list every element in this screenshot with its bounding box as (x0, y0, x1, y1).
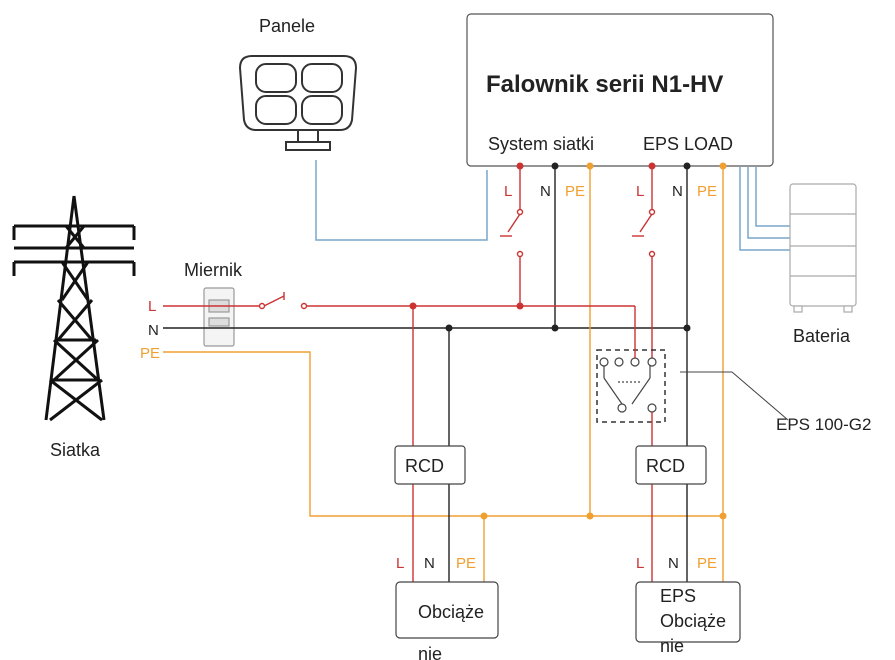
rcd-right-label: RCD (646, 456, 685, 476)
right-load-line2: Obciąże (660, 611, 726, 631)
grid-port-l: L (504, 183, 512, 200)
pylon-icon (12, 195, 136, 422)
left-load-l: L (396, 555, 404, 572)
grid-port-pe: PE (565, 183, 585, 200)
panels-label: Panele (259, 16, 315, 36)
grid-l-label: L (148, 298, 156, 315)
meter-label: Miernik (184, 260, 243, 280)
right-load-line1: EPS (660, 586, 696, 606)
battery-label: Bateria (793, 326, 851, 346)
solar-panel-icon (238, 55, 358, 151)
rcd-right (635, 445, 707, 485)
right-branch-wiring (651, 484, 688, 582)
junction-dots (409, 162, 727, 520)
eps-switch (596, 349, 666, 423)
eps-port-wiring (632, 166, 724, 600)
left-load-box (395, 581, 499, 639)
rcd-left (394, 445, 466, 485)
grid-port-n: N (540, 183, 551, 200)
battery-icon (789, 183, 857, 313)
rcd-left-label: RCD (405, 456, 444, 476)
right-load-n: N (668, 555, 679, 572)
inverter-box (466, 13, 774, 167)
left-load-n: N (424, 555, 435, 572)
right-load-line3: nie (660, 636, 684, 656)
grid-n-label: N (148, 322, 159, 339)
pv-dc-line (315, 160, 488, 241)
grid-label: Siatka (50, 440, 101, 460)
inverter-title: Falownik serii N1-HV (486, 71, 723, 98)
right-load-l: L (636, 555, 644, 572)
grid-l-line (163, 292, 520, 310)
left-branch-wiring (412, 306, 485, 582)
left-load-pe: PE (456, 555, 476, 572)
eps-port-pe: PE (697, 183, 717, 200)
meter-icon (203, 287, 235, 347)
battery-dc-line-1 (739, 166, 790, 251)
eps-port-label: EPS LOAD (643, 134, 733, 154)
right-load-pe: PE (697, 555, 717, 572)
eps-port-l: L (636, 183, 644, 200)
grid-pe-label: PE (140, 345, 160, 362)
left-load-line1: Obciąże (418, 602, 484, 622)
battery-dc-line-3 (755, 166, 790, 227)
eps-switch-callout (680, 371, 789, 421)
eps-switch-label: EPS 100-G2 (776, 415, 871, 434)
battery-dc-line-2 (747, 166, 790, 239)
right-load-box (635, 581, 741, 643)
grid-pe-line (163, 351, 723, 517)
grid-port-label: System siatki (488, 134, 594, 154)
eps-port-n: N (672, 183, 683, 200)
grid-port-wiring (500, 166, 591, 516)
left-load-line2: nie (418, 644, 442, 660)
